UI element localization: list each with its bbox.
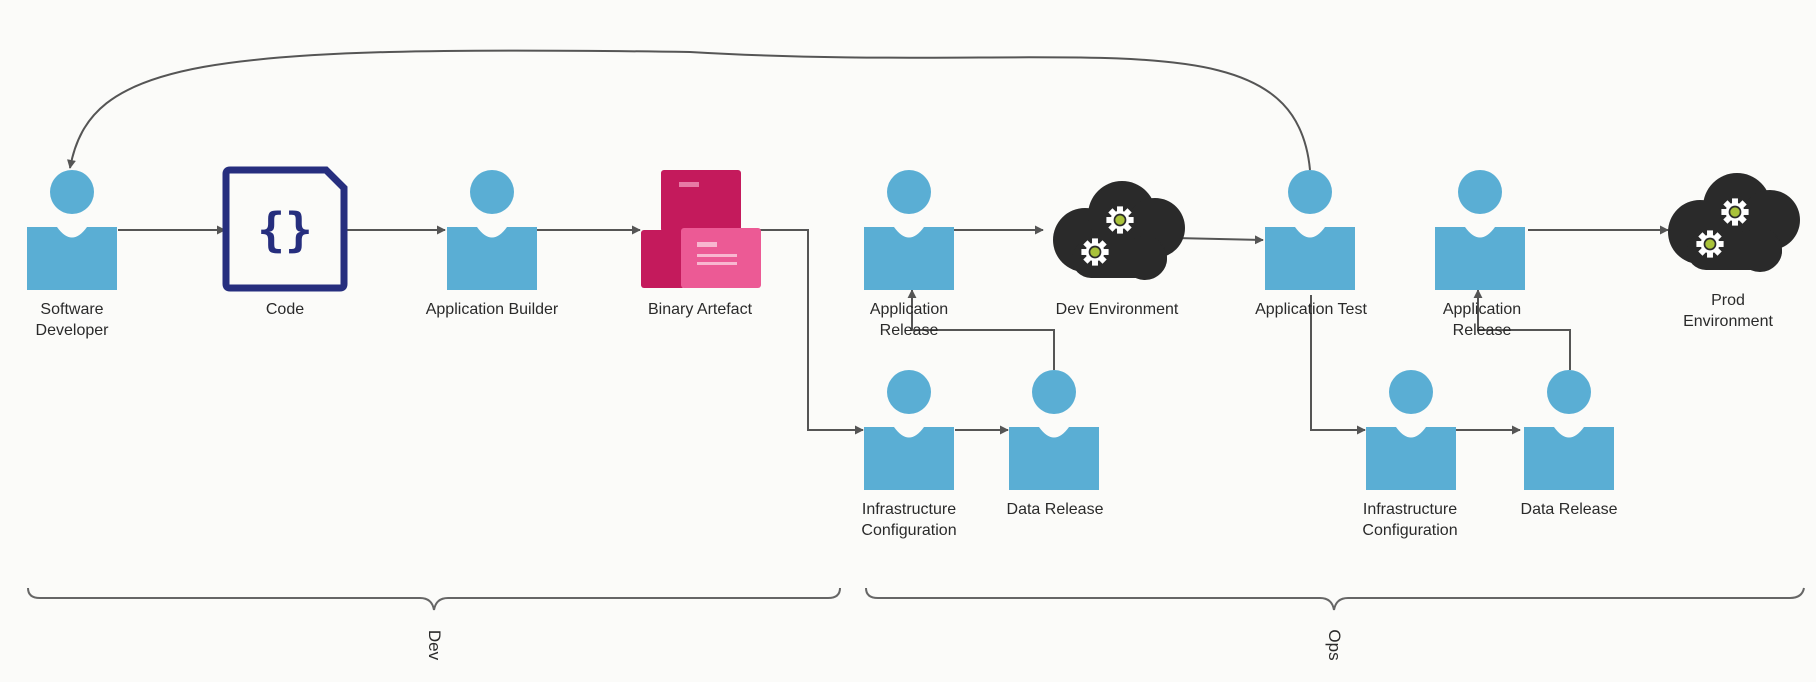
person-icon-application-test	[1265, 170, 1355, 290]
label-dev-environment: Dev Environment	[1055, 301, 1179, 318]
cloud-gears-icon-dev-environment	[1053, 181, 1185, 280]
label-infrastructure-configuration-1: Infrastructure Configuration	[861, 501, 957, 539]
person-icon-application-release-2	[1435, 170, 1525, 290]
dev-group-brace	[27, 587, 841, 611]
label-data-release-2: Data Release	[1520, 501, 1618, 518]
connector-dev-env-to-test	[1174, 235, 1264, 245]
label-application-release-2: Application Release	[1442, 301, 1522, 339]
connector-data-2-to-release-2	[1473, 289, 1571, 370]
connector-test-to-infra-2	[1310, 295, 1366, 435]
person-icon-infrastructure-configuration-2	[1366, 370, 1456, 490]
label-binary-artefact: Binary Artefact	[647, 301, 753, 318]
svg-text:{}: {}	[257, 203, 312, 257]
person-icon-infrastructure-configuration-1	[864, 370, 954, 490]
label-software-developer: Software Developer	[35, 301, 109, 339]
group-label-ops: Ops	[1325, 629, 1344, 661]
connector-artefact-to-infra-1	[760, 229, 864, 435]
connectors	[67, 49, 1669, 435]
ops-group-brace	[865, 587, 1805, 611]
code-file-icon: {}	[222, 166, 348, 292]
label-data-release-1: Data Release	[1006, 501, 1104, 518]
label-application-release-1: Application Release	[869, 301, 949, 339]
person-icon-data-release-2	[1524, 370, 1614, 490]
label-code: Code	[265, 301, 305, 318]
box-stack-icon	[641, 170, 761, 288]
connector-data-1-to-release-1	[907, 289, 1055, 370]
person-icon-application-builder	[447, 170, 537, 290]
label-prod-environment: Prod Environment	[1683, 292, 1773, 330]
cloud-gears-icon-prod-environment	[1668, 173, 1800, 272]
connector-feedback-loop	[67, 49, 1311, 171]
person-icon-software-developer	[27, 170, 117, 290]
label-application-test: Application Test	[1255, 301, 1367, 318]
person-icon-application-release-1	[864, 170, 954, 290]
person-icon-data-release-1	[1009, 370, 1099, 490]
label-infrastructure-configuration-2: Infrastructure Configuration	[1362, 501, 1458, 539]
label-application-builder: Application Builder	[425, 301, 559, 318]
group-label-dev: Dev	[425, 629, 444, 661]
